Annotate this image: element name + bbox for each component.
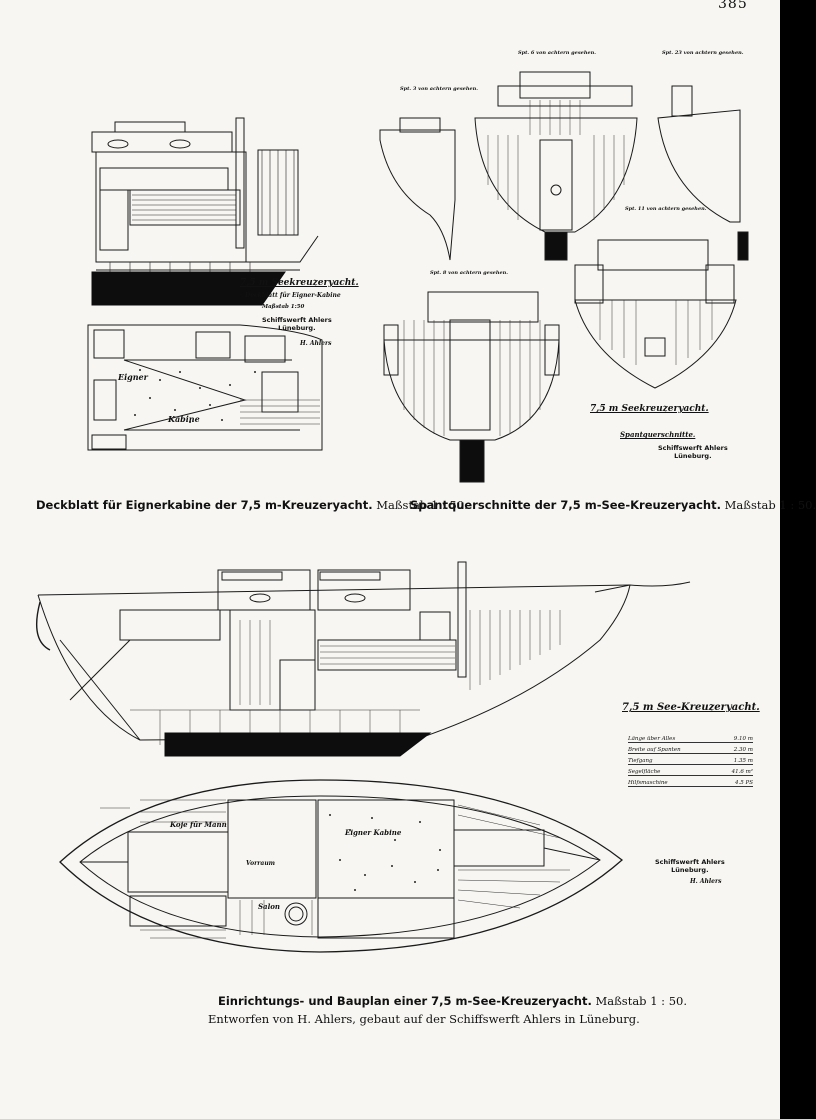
deck-room-label: Kabine [168, 414, 200, 424]
section-spt8 [383, 291, 560, 483]
plan-room-label: Vorraum [246, 860, 276, 867]
deck-scale-note: Maßstab 1:50 [262, 304, 305, 310]
plan-room-label: Salon [258, 902, 281, 911]
profile-drawing [36, 561, 691, 741]
deck-drawing-subtitle: Deckblatt für Eigner-Kabine [245, 292, 341, 299]
deck-caption-title: Deckblatt für Eignerkabine der 7,5 m-Kre… [36, 498, 373, 512]
deck-yard-stamp: Schiffswerft Ahlers Lüneburg. [262, 316, 332, 332]
plan-figure-caption: Einrichtungs- und Bauplan einer 7,5 m-Se… [218, 994, 687, 1008]
plan-signature: H. Ahlers [690, 878, 722, 885]
section-drawing-title: 7,5 m Seekreuzeryacht. [590, 404, 709, 414]
deck-caption-scale: Maßstab 1 : 50. [376, 498, 468, 512]
deck-drawing-title: 7,5 m Seekreuzeryacht. [240, 278, 359, 288]
plan-yard-stamp: Schiffswerft Ahlers Lüneburg. [655, 858, 725, 874]
section-spt3 [379, 117, 456, 261]
deck-room-label: Eigner [118, 372, 148, 382]
section-label: Spt. 6 von achtern gesehen. [518, 50, 597, 56]
plan-drawing [59, 779, 624, 953]
plan-room-label: Koje für Mann [170, 820, 227, 829]
section-yard-stamp: Schiffswerft Ahlers Lüneburg. [658, 444, 728, 460]
section-spt11 [574, 239, 737, 389]
section-spt6 [474, 71, 638, 261]
plan-room-label: Eigner Kabine [345, 828, 402, 837]
section-drawing-subtitle: Spantquerschnitte. [620, 430, 696, 439]
page-number: 385 [718, 0, 748, 12]
deck-elevation-drawing [91, 117, 319, 271]
plan-caption-scale: Maßstab 1 : 50. [595, 994, 687, 1008]
plan-credit-line: Entworfen von H. Ahlers, gebaut auf der … [208, 1012, 640, 1026]
plan-drawing-title: 7,5 m See-Kreuzeryacht. [622, 702, 760, 713]
section-spt23 [657, 85, 749, 261]
section-label: Spt. 23 von achtern gesehen. [662, 50, 744, 56]
section-label: Spt. 8 von achtern gesehen. [430, 270, 509, 276]
section-caption-title: Spantquerschnitte der 7,5 m-See-Kreuzery… [410, 498, 721, 512]
section-label: Spt. 3 von achtern gesehen. [400, 86, 479, 92]
section-caption-scale: Maßstab 1 : 50. [724, 498, 816, 512]
deck-plan-drawing [87, 324, 323, 451]
section-label: Spt. 11 von achtern gesehen. [625, 206, 707, 212]
section-figure-caption: Spantquerschnitte der 7,5 m-See-Kreuzery… [410, 498, 816, 512]
deck-figure-caption: Deckblatt für Eignerkabine der 7,5 m-Kre… [36, 498, 468, 512]
technical-drawings [36, 71, 749, 953]
deck-signature: H. Ahlers [300, 340, 332, 347]
plan-caption-title: Einrichtungs- und Bauplan einer 7,5 m-Se… [218, 994, 592, 1008]
